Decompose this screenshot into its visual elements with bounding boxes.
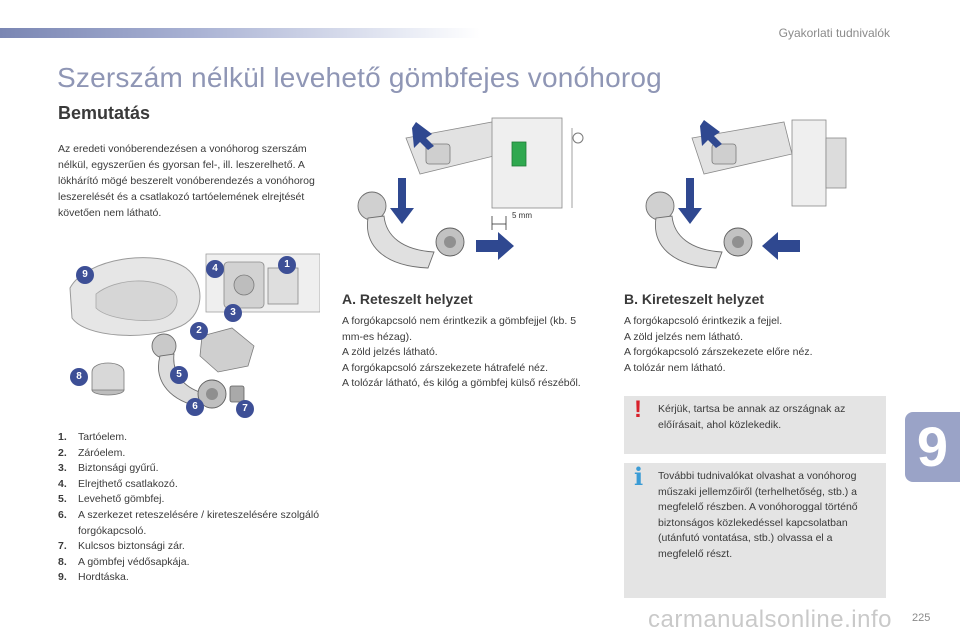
page-title: Szerszám nélkül levehető gömbfejes vonóh… (57, 62, 662, 93)
list-item: 6.A szerkezet reteszelésére / kireteszel… (58, 508, 320, 537)
list-item: 7.Kulcsos biztonsági zár. (58, 540, 185, 553)
section-header: Gyakorlati tudnivalók (778, 26, 890, 40)
locked-line: A forgókapcsoló nem érintkezik a gömbfej… (342, 315, 577, 343)
gap-label: 5 mm (512, 211, 532, 220)
locked-drawing (342, 108, 598, 278)
callout-7: 7 (236, 400, 254, 418)
list-item: 2.Záróelem. (58, 446, 126, 459)
page-number: 225 (912, 612, 931, 624)
watermark: carmanualsonline.info (648, 606, 892, 633)
locked-illustration: 5 mm (342, 108, 598, 278)
parts-list: 1.Tartóelem. 2.Záróelem. 3.Biztonsági gy… (58, 430, 330, 586)
list-item: 9.Hordtáska. (58, 571, 129, 584)
callout-5: 5 (170, 366, 188, 384)
section-subtitle: Bemutatás (58, 103, 151, 123)
unlocked-illustration (624, 108, 884, 278)
callout-9: 9 (76, 266, 94, 284)
locked-line: A forgókapcsoló zárszekezete hátrafelé n… (342, 361, 549, 374)
list-item: 3.Biztonsági gyűrű. (58, 462, 159, 475)
unlocked-heading: B. Kireteszelt helyzet (624, 291, 765, 307)
parts-drawing (56, 248, 321, 426)
locked-line: A tolózár látható, és kilóg a gömbfej kü… (342, 377, 581, 390)
unlocked-description: A forgókapcsoló érintkezik a fejjel. A z… (624, 314, 884, 376)
list-item: 5.Levehető gömbfej. (58, 493, 165, 506)
unlocked-line: A forgókapcsoló zárszekezete előre néz. (624, 346, 813, 359)
warning-icon: ! (634, 396, 642, 423)
green-indicator (511, 141, 527, 167)
callout-6: 6 (186, 398, 204, 416)
info-text: További tudnivalókat olvashat a vonóhoro… (658, 470, 858, 560)
locked-description: A forgókapcsoló nem érintkezik a gömbfej… (342, 314, 598, 392)
unlocked-line: A zöld jelzés nem látható. (624, 330, 744, 343)
info-note: i További tudnivalókat olvashat a vonóho… (624, 463, 886, 598)
warning-note: ! Kérjük, tartsa be annak az országnak a… (624, 396, 886, 454)
callout-4: 4 (206, 260, 224, 278)
callout-8: 8 (70, 368, 88, 386)
intro-paragraph: Az eredeti vonóberendezésen a vonóhorog … (58, 143, 315, 219)
locked-heading: A. Reteszelt helyzet (342, 291, 473, 307)
locked-line: A zöld jelzés látható. (342, 346, 438, 359)
list-item: 4.Elrejthető csatlakozó. (58, 477, 178, 490)
callout-1: 1 (278, 256, 296, 274)
unlocked-drawing (624, 108, 884, 278)
list-item: 1.Tartóelem. (58, 431, 128, 443)
unlocked-line: A tolózár nem látható. (624, 361, 726, 374)
info-icon: i (634, 462, 644, 491)
header-bar (0, 28, 480, 38)
callout-2: 2 (190, 322, 208, 340)
chapter-tab: 9 (905, 412, 960, 482)
callout-3: 3 (224, 304, 242, 322)
unlocked-line: A forgókapcsoló érintkezik a fejjel. (624, 315, 783, 327)
chapter-number: 9 (916, 415, 949, 478)
parts-illustration: 9 4 1 3 2 8 5 6 7 (56, 248, 321, 426)
list-item: 8.A gömbfej védősapkája. (58, 555, 190, 568)
warning-text: Kérjük, tartsa be annak az országnak az … (658, 403, 846, 431)
